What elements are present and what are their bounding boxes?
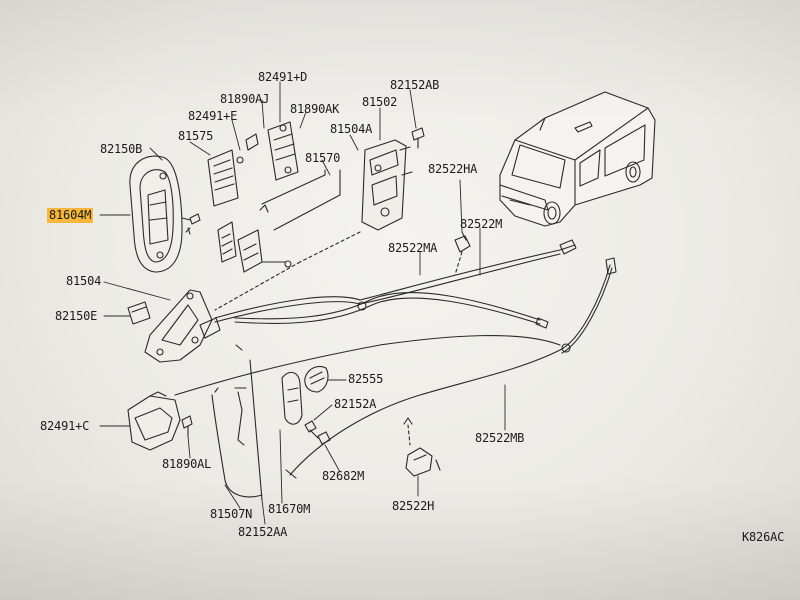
label-81890al: 81890AL bbox=[162, 457, 212, 471]
label-82522h: 82522H bbox=[392, 499, 435, 513]
bracket-81575 bbox=[218, 222, 236, 262]
part-82491e bbox=[208, 134, 258, 206]
clip-82150e bbox=[128, 302, 150, 324]
actuator-82491c bbox=[128, 392, 180, 450]
rod-81670m bbox=[235, 388, 246, 445]
label-82555: 82555 bbox=[348, 372, 384, 386]
label-81890aj: 81890AJ bbox=[220, 92, 270, 106]
label-81604m-highlighted: 81604M bbox=[47, 208, 94, 223]
inside-latch-81504 bbox=[145, 290, 220, 362]
label-81502: 81502 bbox=[362, 95, 398, 109]
label-82491e: 82491+E bbox=[188, 109, 238, 123]
screw-81890al bbox=[182, 416, 192, 436]
leader-lines bbox=[99, 81, 506, 525]
label-81570: 81570 bbox=[305, 151, 341, 165]
clip-82522ha bbox=[455, 232, 470, 252]
label-81575: 81575 bbox=[178, 129, 214, 143]
label-82682m: 82682M bbox=[322, 469, 365, 483]
clip-82682m bbox=[318, 432, 330, 444]
label-82522ha: 82522HA bbox=[428, 162, 478, 176]
outside-handle-81604m bbox=[130, 156, 182, 272]
handle-screws bbox=[182, 214, 200, 234]
rod-bracket-81570 bbox=[238, 205, 291, 272]
part-82491d bbox=[268, 122, 298, 180]
diagram-reference-code: K826AC bbox=[742, 530, 785, 544]
label-82152a: 82152A bbox=[334, 397, 377, 411]
label-82152aa: 82152AA bbox=[238, 525, 288, 539]
label-82522ma: 82522MA bbox=[388, 241, 438, 255]
label-81670m: 81670M bbox=[268, 502, 311, 516]
screw-82152ab bbox=[412, 128, 424, 148]
label-81890ak: 81890AK bbox=[290, 102, 340, 116]
label-82152ab: 82152AB bbox=[390, 78, 440, 92]
clip-82522h bbox=[406, 448, 440, 476]
label-82150e: 82150E bbox=[55, 309, 98, 323]
cover-82555 bbox=[305, 366, 328, 392]
label-81504: 81504 bbox=[66, 274, 102, 288]
label-82491d: 82491+D bbox=[258, 70, 308, 84]
rod-81507n bbox=[212, 388, 262, 497]
lock-assembly-81502 bbox=[362, 140, 412, 230]
label-82522m: 82522M bbox=[460, 217, 503, 231]
label-82522mb: 82522MB bbox=[475, 431, 525, 445]
van-illustration bbox=[500, 92, 655, 226]
cable-82522ma bbox=[235, 293, 548, 328]
screw-82152a bbox=[305, 421, 318, 438]
cable-82522mb bbox=[175, 258, 616, 478]
label-81504a: 81504A bbox=[330, 122, 373, 136]
label-82491c: 82491+C bbox=[40, 419, 90, 433]
label-81507n: 81507N bbox=[210, 507, 253, 521]
label-82150b: 82150B bbox=[100, 142, 143, 156]
grip-81670m bbox=[282, 372, 302, 424]
